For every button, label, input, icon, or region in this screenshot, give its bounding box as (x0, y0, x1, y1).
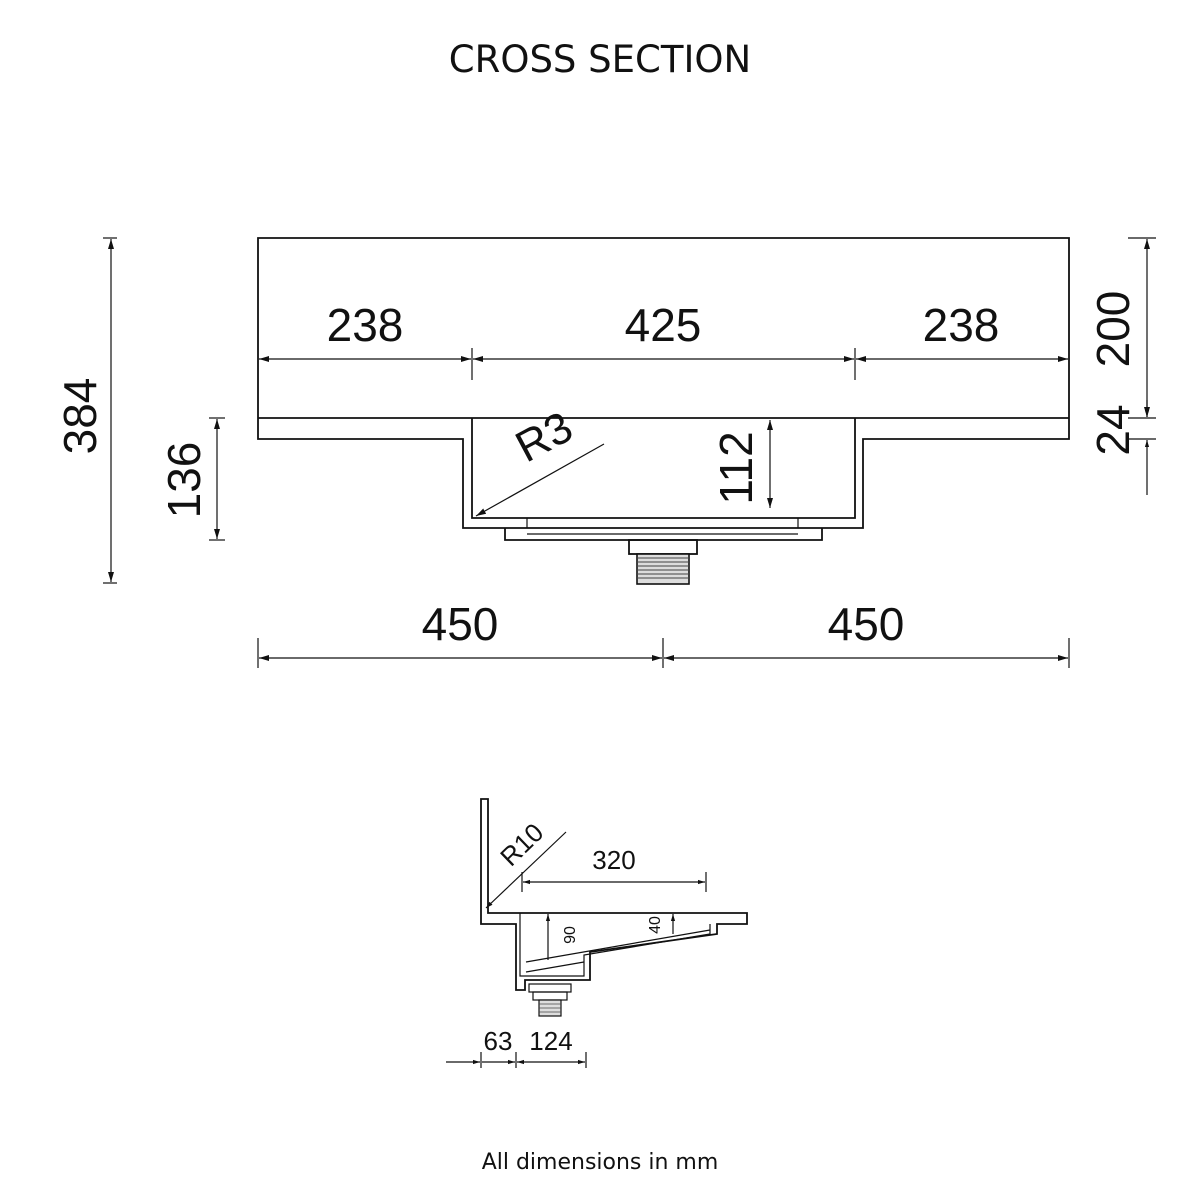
dim-label-124: 124 (529, 1026, 572, 1056)
dim-bowl-radius: R3 (475, 402, 605, 517)
dim-label-238-left: 238 (327, 299, 404, 351)
dim-overall-height: 384 (54, 237, 117, 584)
dim-label-200: 200 (1087, 291, 1139, 368)
dim-side-bottom: 63 124 (446, 1026, 587, 1068)
dim-label-425: 425 (625, 299, 702, 351)
dim-label-384: 384 (54, 378, 106, 455)
drain-plate (526, 518, 799, 528)
dim-label-320: 320 (592, 845, 635, 875)
dim-label-r10: R10 (494, 817, 549, 872)
dim-side-depth: 320 (521, 845, 707, 892)
dim-label-63: 63 (484, 1026, 513, 1056)
dim-label-238-right: 238 (923, 299, 1000, 351)
waste-fitting (628, 539, 698, 585)
side-profile-outline (480, 798, 748, 991)
dim-half-widths: 450 450 (257, 598, 1070, 668)
dim-label-40: 40 (647, 916, 664, 934)
dim-left-drop: 136 (158, 417, 225, 541)
dim-label-90: 90 (562, 926, 579, 944)
dim-side-radius: R10 (485, 817, 567, 909)
units-note: All dimensions in mm (481, 1150, 719, 1175)
dim-right-heights: 200 24 (1087, 237, 1156, 495)
diagram-title: CROSS SECTION (448, 38, 752, 81)
dim-side-slope-low: 40 (647, 914, 676, 934)
side-waste-fitting (528, 983, 572, 1017)
dim-label-112: 112 (710, 431, 762, 504)
dim-top-widths: 238 425 238 (259, 299, 1068, 380)
dim-bowl-depth: 112 (710, 420, 773, 508)
side-view: R10 320 90 40 63 124 (446, 798, 748, 1068)
dim-label-450-left: 450 (422, 598, 499, 650)
dim-side-slope-high: 90 (545, 914, 579, 960)
sloped-floor (525, 929, 711, 963)
basin-outline (257, 237, 1070, 529)
dim-label-24: 24 (1087, 404, 1139, 455)
dim-label-r3: R3 (508, 402, 581, 472)
front-view: 384 136 238 425 238 R3 112 (54, 237, 1156, 668)
dim-label-450-right: 450 (828, 598, 905, 650)
bowl-inner-outline (471, 418, 856, 519)
dim-label-136: 136 (158, 442, 210, 519)
